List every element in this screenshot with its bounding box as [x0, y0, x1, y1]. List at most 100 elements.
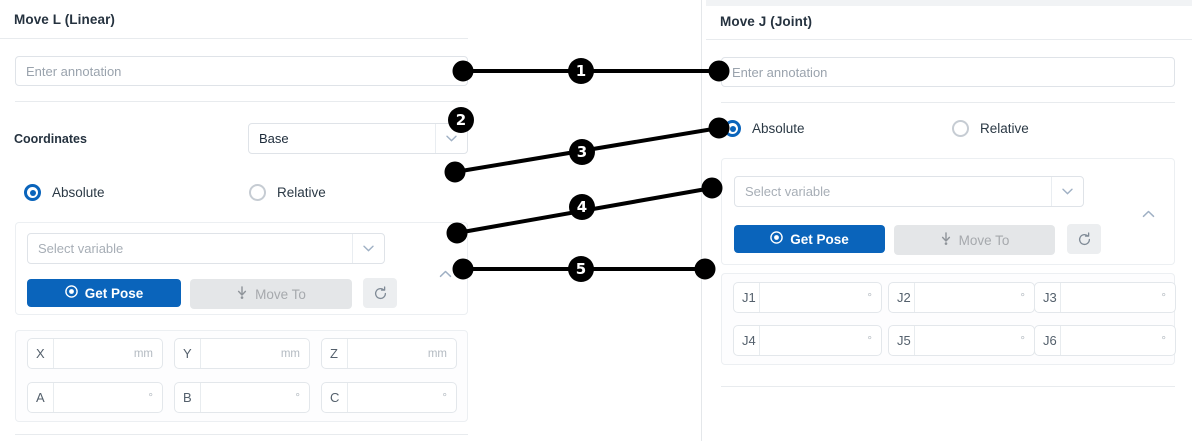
pose-field[interactable]: X mm	[27, 338, 163, 369]
refresh-button[interactable]	[363, 278, 397, 308]
pose-field-label: A	[28, 383, 54, 412]
move-to-label: Move To	[255, 286, 306, 302]
chevron-up-icon	[439, 270, 451, 278]
get-pose-button[interactable]: Get Pose	[734, 225, 885, 253]
pose-field-unit: mm	[133, 347, 153, 360]
mode-relative-label: Relative	[980, 121, 1029, 136]
move-down-icon	[236, 285, 248, 303]
joint-field-unit: °	[867, 334, 872, 347]
pose-field[interactable]: C °	[321, 382, 457, 413]
get-pose-label: Get Pose	[84, 285, 144, 301]
mode-absolute-radio[interactable]: Absolute	[724, 120, 805, 137]
mode-relative-label: Relative	[277, 185, 326, 200]
collapse-toggle[interactable]	[435, 267, 455, 281]
annotation-marker-5: 5	[568, 256, 594, 282]
move-l-panel: Move L (Linear) Enter annotation Coordin…	[0, 0, 468, 441]
annotation-input[interactable]: Enter annotation	[721, 57, 1175, 87]
annotation-marker-4: 4	[569, 194, 595, 220]
move-to-button[interactable]: Move To	[190, 279, 352, 309]
annotation-placeholder: Enter annotation	[26, 63, 122, 79]
mode-absolute-label: Absolute	[52, 185, 105, 200]
title-divider	[706, 39, 1192, 40]
joint-fields-group: J1 ° J2 ° J3 ° J4 ° J5 ° J6 °	[721, 273, 1176, 365]
move-j-title: Move J (Joint)	[720, 14, 813, 29]
pose-actions-group: Select variable Get Pose	[721, 158, 1175, 265]
move-to-label: Move To	[958, 232, 1010, 248]
coordinates-label: Coordinates	[14, 132, 87, 146]
joint-field[interactable]: J5 °	[888, 325, 1035, 356]
annotation-input[interactable]: Enter annotation	[15, 56, 468, 86]
joint-field-label: J5	[889, 326, 915, 355]
joint-field-label: J1	[734, 283, 760, 312]
get-pose-button[interactable]: Get Pose	[27, 279, 181, 307]
pose-field[interactable]: A °	[27, 382, 163, 413]
pose-field-label: X	[28, 339, 54, 368]
joint-field[interactable]: J3 °	[1034, 282, 1176, 313]
annotation-placeholder: Enter annotation	[732, 64, 828, 80]
variable-select-value: Select variable	[38, 241, 124, 256]
radio-relative-icon[interactable]	[952, 120, 969, 137]
joint-field-unit: °	[867, 291, 872, 304]
joint-field[interactable]: J2 °	[888, 282, 1035, 313]
move-j-panel: Move J (Joint) Enter annotation Absolute…	[706, 0, 1192, 441]
annotation-divider	[15, 101, 468, 102]
refresh-icon	[374, 285, 386, 299]
title-divider	[0, 38, 468, 39]
joint-field[interactable]: J6 °	[1034, 325, 1176, 356]
pose-actions-group: Select variable Get Pose	[15, 222, 468, 315]
pose-field[interactable]: Z mm	[321, 338, 457, 369]
variable-select[interactable]: Select variable	[734, 176, 1084, 207]
chevron-down-icon[interactable]	[435, 124, 467, 153]
mode-absolute-label: Absolute	[752, 121, 805, 136]
collapse-toggle[interactable]	[1138, 207, 1158, 221]
pose-field[interactable]: Y mm	[174, 338, 310, 369]
target-icon	[770, 231, 784, 247]
chevron-up-icon	[1142, 210, 1154, 218]
coordinates-select[interactable]: Base	[248, 123, 468, 154]
pose-field-label: Y	[175, 339, 201, 368]
pose-fields-group: X mm Y mm Z mm A ° B ° C °	[15, 330, 468, 422]
joint-field-label: J4	[734, 326, 760, 355]
pose-field-unit: mm	[427, 347, 447, 360]
mode-relative-radio[interactable]: Relative	[952, 120, 1029, 137]
chevron-down-icon[interactable]	[1051, 177, 1083, 206]
chevron-down-icon[interactable]	[352, 234, 384, 263]
annotation-marker-3: 3	[569, 139, 595, 165]
radio-absolute-icon[interactable]	[724, 120, 741, 137]
pose-field-unit: °	[295, 391, 300, 404]
pose-field-unit: mm	[280, 347, 300, 360]
variable-select-value: Select variable	[745, 184, 831, 199]
pose-field-unit: °	[148, 391, 153, 404]
pose-field-label: C	[322, 383, 348, 412]
refresh-button[interactable]	[1067, 224, 1101, 254]
pose-field-label: Z	[322, 339, 348, 368]
joint-field[interactable]: J4 °	[733, 325, 882, 356]
radio-relative-icon[interactable]	[249, 184, 266, 201]
move-l-title: Move L (Linear)	[14, 12, 116, 27]
joint-field-unit: °	[1161, 334, 1166, 347]
target-icon	[64, 285, 78, 301]
bottom-divider	[15, 434, 468, 435]
move-down-icon	[940, 231, 952, 249]
annotation-divider	[721, 102, 1175, 103]
joint-field-unit: °	[1161, 291, 1166, 304]
annotation-line-4	[456, 186, 713, 235]
move-to-button[interactable]: Move To	[894, 225, 1055, 255]
joint-field-unit: °	[1020, 334, 1025, 347]
pose-field-unit: °	[442, 391, 447, 404]
panel-top-strip	[706, 0, 1192, 6]
panel-separator	[701, 0, 702, 441]
get-pose-label: Get Pose	[790, 231, 849, 247]
joint-field[interactable]: J1 °	[733, 282, 882, 313]
annotation-marker-1: 1	[568, 58, 594, 84]
joint-field-unit: °	[1020, 291, 1025, 304]
mode-relative-radio[interactable]: Relative	[249, 184, 326, 201]
variable-select[interactable]: Select variable	[27, 233, 385, 264]
pose-field[interactable]: B °	[174, 382, 310, 413]
joint-field-label: J2	[889, 283, 915, 312]
bottom-divider	[721, 386, 1175, 387]
refresh-icon	[1078, 231, 1090, 245]
joint-field-label: J6	[1035, 326, 1061, 355]
mode-absolute-radio[interactable]: Absolute	[24, 184, 105, 201]
radio-absolute-icon[interactable]	[24, 184, 41, 201]
